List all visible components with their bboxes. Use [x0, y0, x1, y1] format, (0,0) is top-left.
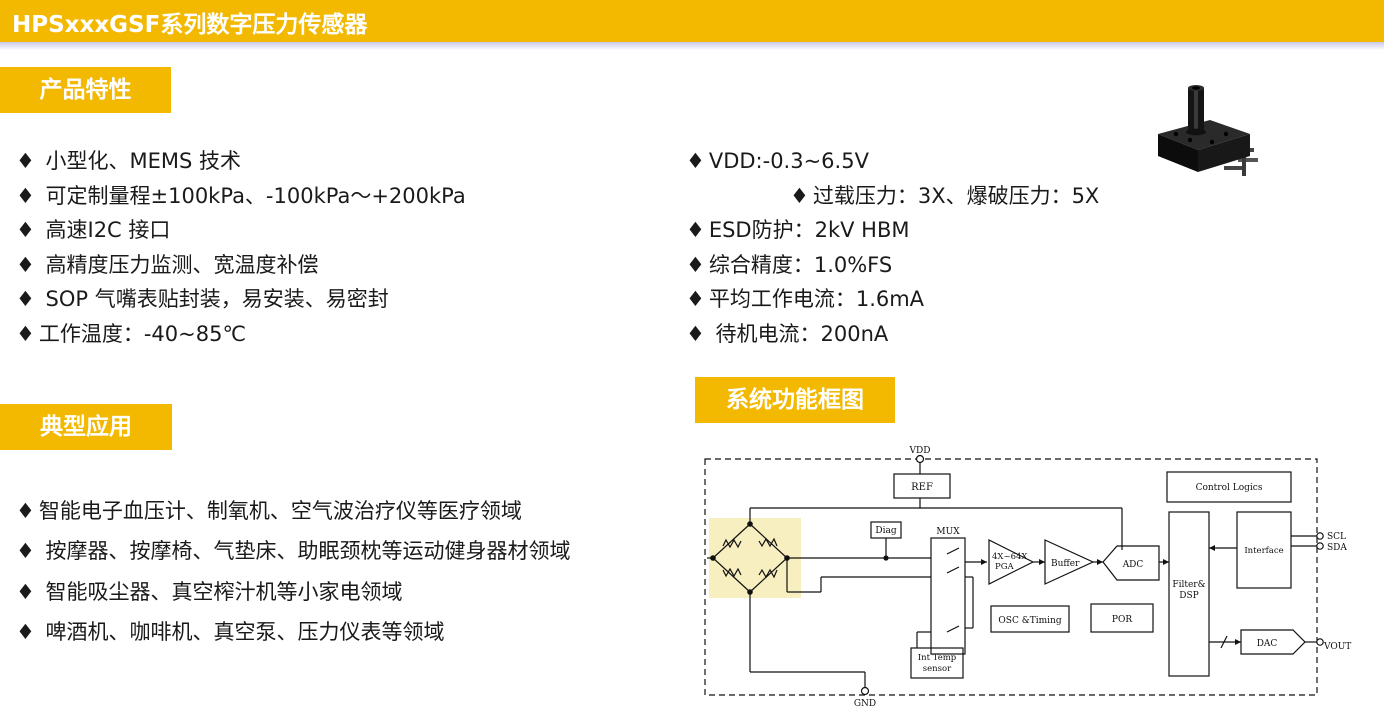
osc-timing-block: [990, 605, 1070, 633]
list-item: ♦ 待机电流：200nA: [686, 317, 1099, 352]
list-item: ♦过载压力：3X、爆破压力：5X: [686, 179, 1099, 214]
interface-label: Interface: [1244, 546, 1283, 556]
list-item: ♦ 啤酒机、咖啡机、真空泵、压力仪表等领域: [16, 612, 571, 652]
adc-block: [1102, 545, 1160, 581]
bullet-diamond-icon: ♦: [16, 579, 35, 604]
list-item: ♦智能电子血压计、制氧机、空气波治疗仪等医疗领域: [16, 491, 571, 531]
bullet-diamond-icon: ♦: [686, 218, 705, 243]
vdd-label: VDD: [909, 446, 931, 456]
list-item: ♦平均工作电流：1.6mA: [686, 282, 1099, 317]
diagram-section-title: 系统功能框图: [695, 377, 895, 423]
header-shadow: [0, 42, 1384, 50]
bullet-diamond-icon: ♦: [790, 183, 809, 208]
header-bar: [0, 0, 1384, 42]
list-item: ♦ 可定制量程±100kPa、-100kPa～+200kPa: [16, 179, 466, 214]
control-logics-label: Control Logics: [1196, 483, 1263, 493]
list-item: ♦ESD防护：2kV HBM: [686, 213, 1099, 248]
bullet-diamond-icon: ♦: [16, 619, 35, 644]
applications-section-title: 典型应用: [0, 404, 172, 450]
list-item: ♦工作温度：-40~85℃: [16, 317, 466, 352]
scl-label: SCL: [1327, 532, 1346, 542]
bullet-diamond-icon: ♦: [16, 499, 35, 523]
features-section-title: 产品特性: [0, 67, 171, 113]
vout-label: VOUT: [1323, 642, 1351, 652]
dac-block: [1240, 629, 1306, 655]
bullet-diamond-icon: ♦: [16, 287, 35, 312]
list-item: ♦ SOP 气嘴表贴封装，易安装、易密封: [16, 282, 466, 317]
chip-boundary: [704, 458, 1318, 696]
list-item: ♦VDD:-0.3~6.5V: [686, 144, 1099, 179]
features-left-list: ♦ 小型化、MEMS 技术 ♦ 可定制量程±100kPa、-100kPa～+20…: [16, 144, 466, 352]
list-item: ♦ 按摩器、按摩椅、气垫床、助眠颈枕等运动健身器材领域: [16, 531, 571, 571]
pga-label: PGA: [995, 562, 1015, 572]
bullet-diamond-icon: ♦: [686, 149, 705, 173]
list-item: ♦ 高速I2C 接口: [16, 213, 466, 248]
interface-block: [1236, 511, 1292, 589]
temp-sensor-label-2: sensor: [923, 664, 952, 674]
pga-block: [988, 539, 1035, 585]
filter-dsp-label-2: DSP: [1179, 591, 1198, 601]
bullet-diamond-icon: ♦: [16, 183, 35, 208]
pressure-sensor-product-image: [1158, 85, 1258, 176]
bullet-diamond-icon: ♦: [16, 539, 35, 564]
dac-label: DAC: [1257, 639, 1278, 649]
ref-block: [893, 473, 951, 499]
page-title: HPSxxxGSF系列数字压力传感器: [12, 12, 368, 38]
osc-timing-label: OSC &Timing: [998, 616, 1061, 626]
sda-label: SDA: [1327, 543, 1347, 553]
bullet-diamond-icon: ♦: [16, 252, 35, 277]
list-item: ♦ 高精度压力监测、宽温度补偿: [16, 248, 466, 283]
bullet-diamond-icon: ♦: [16, 149, 35, 173]
list-item: ♦ 智能吸尘器、真空榨汁机等小家电领域: [16, 572, 571, 612]
buffer-label: Buffer: [1051, 559, 1080, 569]
pga-gain-label: 4X~64X: [992, 552, 1028, 562]
list-item: ♦ 小型化、MEMS 技术: [16, 144, 466, 179]
mux-block: [930, 537, 966, 655]
block-diagram: VDD REF Diag MUX 4X~64X PGA Buffer ADC C…: [704, 446, 1351, 709]
list-item: ♦综合精度：1.0%FS: [686, 248, 1099, 283]
bullet-diamond-icon: ♦: [16, 321, 35, 346]
bullet-diamond-icon: ♦: [686, 287, 705, 312]
filter-dsp-label-1: Filter&: [1172, 580, 1205, 590]
bullet-diamond-icon: ♦: [686, 252, 705, 277]
bullet-diamond-icon: ♦: [16, 218, 35, 243]
control-logics-block: [1166, 471, 1292, 503]
filter-dsp-block: [1168, 511, 1210, 677]
features-right-list: ♦VDD:-0.3~6.5V ♦过载压力：3X、爆破压力：5X ♦ESD防护：2…: [686, 144, 1099, 352]
adc-label: ADC: [1122, 560, 1144, 570]
diag-label: Diag: [875, 526, 896, 536]
temp-sensor-block: [910, 647, 964, 679]
mux-label: MUX: [936, 527, 960, 537]
por-block: [1090, 603, 1154, 633]
applications-list: ♦智能电子血压计、制氧机、空气波治疗仪等医疗领域 ♦ 按摩器、按摩椅、气垫床、助…: [16, 491, 571, 652]
temp-sensor-label-1: Int Temp: [918, 653, 957, 663]
bullet-diamond-icon: ♦: [686, 321, 705, 346]
por-label: POR: [1112, 615, 1132, 625]
gnd-label: GND: [854, 699, 876, 709]
ref-label: REF: [911, 482, 933, 493]
